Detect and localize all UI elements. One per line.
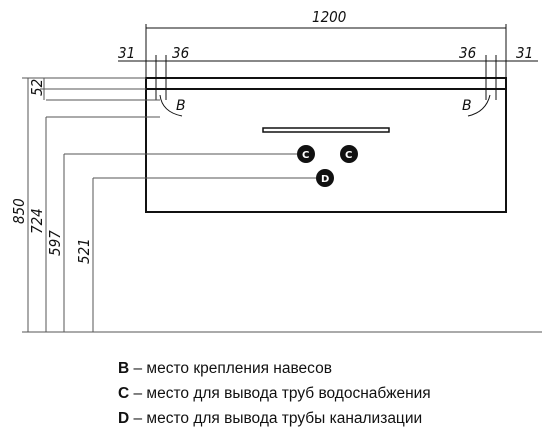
b-left-label: B [176, 98, 186, 114]
legend-text-b: – место крепления навесов [129, 360, 332, 377]
b-right-leader [467, 94, 491, 117]
c-left-label: C [302, 150, 309, 161]
b-left-leader [159, 94, 183, 117]
c-left-marker [297, 145, 315, 163]
dim-31-left: 31 [118, 44, 135, 62]
drawer-handle [262, 127, 390, 133]
dim-724: 724 [28, 208, 46, 234]
dim-52: 52 [28, 79, 46, 96]
cabinet-body [145, 88, 507, 213]
legend-text-d: – место для вывода трубы канализации [129, 410, 423, 427]
legend: B – место крепления навесов C – место дл… [118, 356, 538, 431]
legend-row-c: C – место для вывода труб водоснабжения [118, 381, 538, 406]
c-right-marker [340, 145, 358, 163]
legend-row-b: B – место крепления навесов [118, 356, 538, 381]
legend-row-d: D – место для вывода трубы канализации [118, 406, 538, 431]
legend-text-c: – место для вывода труб водоснабжения [129, 385, 431, 402]
d-label: D [321, 174, 329, 185]
dim-36-right: 36 [459, 44, 476, 62]
cabinet-drawing: 1200 31 36 36 31 B B C C D 52 850 724 59… [10, 8, 542, 333]
legend-letter-d: D [118, 410, 130, 427]
dim-31-right: 31 [516, 44, 533, 62]
legend-letter-b: B [118, 360, 130, 377]
d-marker [316, 169, 334, 187]
c-right-label: C [345, 150, 352, 161]
dim-1200: 1200 [312, 8, 346, 26]
dim-36-left: 36 [172, 44, 189, 62]
dim-850: 850 [10, 198, 28, 224]
b-right-label: B [462, 98, 472, 114]
dim-597: 597 [46, 230, 64, 256]
cabinet-top [145, 77, 507, 90]
legend-letter-c: C [118, 385, 130, 402]
dim-521: 521 [75, 238, 93, 264]
